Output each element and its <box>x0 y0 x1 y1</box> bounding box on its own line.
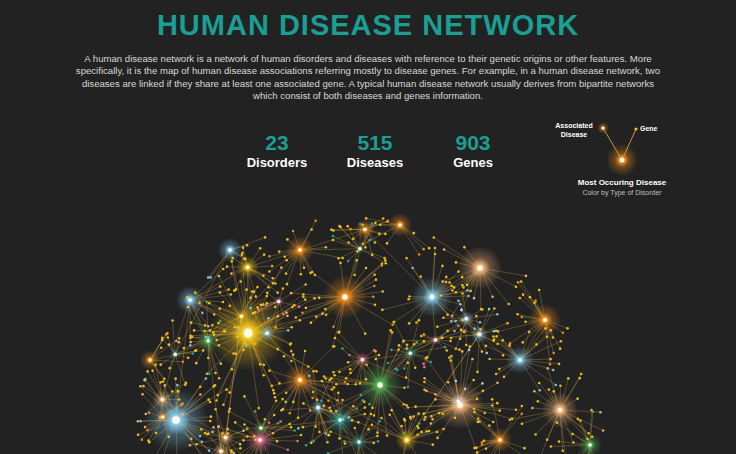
stat-label: Genes <box>423 155 523 170</box>
stat-label: Diseases <box>325 155 425 170</box>
page-title: HUMAN DISEASE NETWORK <box>0 9 736 42</box>
legend-gene: Gene <box>640 125 670 134</box>
hub-cores <box>148 223 592 453</box>
stat-label: Disorders <box>227 155 327 170</box>
legend-disease: Associated Disease <box>552 122 596 139</box>
stat-number: 23 <box>227 131 327 155</box>
legend-main-disease: Most Occuring Disease <box>562 178 682 187</box>
gene-dots <box>137 217 605 454</box>
network-links <box>138 218 603 454</box>
legend-note: Color by Type of Disorder <box>562 189 682 196</box>
intro-paragraph: A human disease network is a network of … <box>70 53 666 103</box>
stat-number: 903 <box>423 131 523 155</box>
hub-glows <box>140 213 602 454</box>
stat-number: 515 <box>325 131 425 155</box>
legend-symbol <box>597 122 638 176</box>
